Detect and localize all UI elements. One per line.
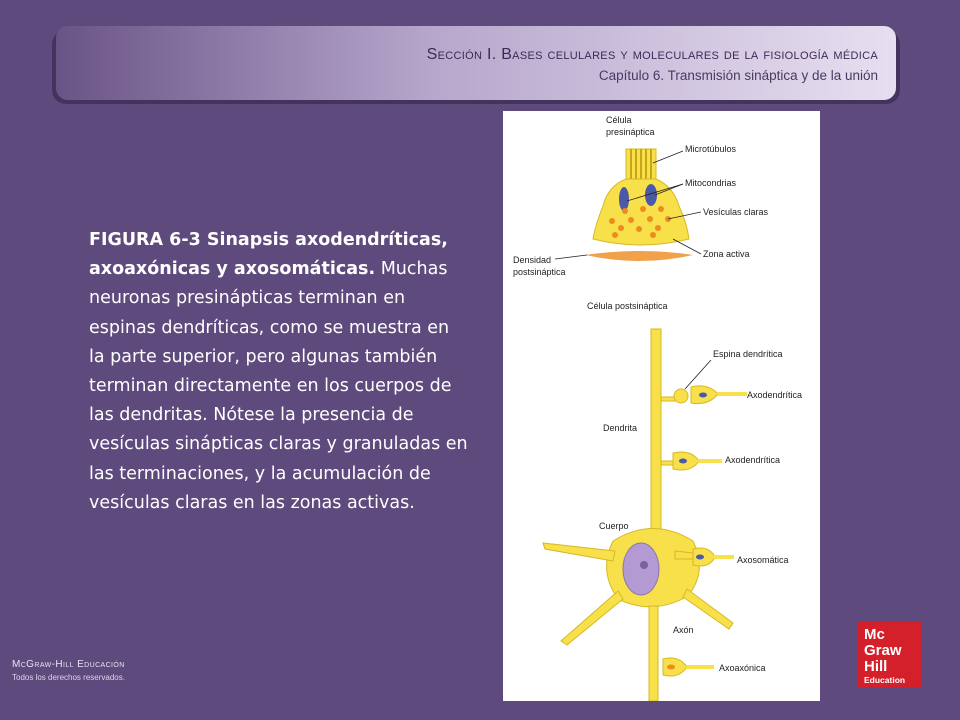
label-postsynaptic-density-2: postsináptica [513,267,566,277]
synapse-figure: Célula presináptica Microtúbulos Mitocon… [503,111,820,701]
figure-caption-body: Muchas neuronas presinápticas terminan e… [89,259,468,513]
label-axon: Axón [673,625,694,635]
label-dendritic-spine: Espina dendrítica [713,349,783,359]
axodendritic-terminal-1 [673,385,747,405]
footer-brand: McGraw-Hill Educación [12,659,125,670]
label-mitochondria: Mitocondrias [685,178,737,188]
presynaptic-terminal [585,148,693,261]
logo-line-1: Mc [864,626,885,643]
label-postsynaptic-cell: Célula postsináptica [587,301,668,311]
mcgraw-hill-logo: Mc Graw Hill Education [858,621,922,687]
label-clear-vesicles: Vesículas claras [703,207,769,217]
section-title: Sección I. Bases celulares y moleculares… [426,46,878,63]
label-active-zone: Zona activa [703,249,750,259]
label-postsynaptic-density-1: Densidad [513,255,551,265]
label-presynaptic-cell-1: Célula [606,115,632,125]
axodendritic-terminal-2 [672,451,722,471]
logo-line-3: Hill [864,658,888,675]
label-microtubules: Microtúbulos [685,144,737,154]
axosomatic-terminal [692,547,734,567]
label-axodendritic-1: Axodendrítica [747,390,802,400]
figure-label: FIGURA 6-3 Sinapsis axodendríticas, axoa… [89,230,448,280]
chapter-title: Capítulo 6. Transmisión sináptica y de l… [598,68,878,83]
label-axoaxonic: Axoaxónica [719,663,766,673]
axoaxonic-terminal [662,657,714,677]
synapse-illustration: Célula presináptica Microtúbulos Mitocon… [513,115,802,701]
logo-line-4: Education [864,675,906,685]
label-axosomatic: Axosomática [737,555,789,565]
header-banner: Sección I. Bases celulares y moleculares… [56,26,896,100]
footer-rights: Todos los derechos reservados. [12,673,125,682]
logo-line-2: Graw [864,642,902,659]
figure-caption: FIGURA 6-3 Sinapsis axodendríticas, axoa… [89,226,469,518]
label-axodendritic-2: Axodendrítica [725,455,780,465]
label-dendrite: Dendrita [603,423,637,433]
postsynaptic-neuron [542,328,734,701]
label-body: Cuerpo [599,521,629,531]
label-presynaptic-cell-2: presináptica [606,127,655,137]
